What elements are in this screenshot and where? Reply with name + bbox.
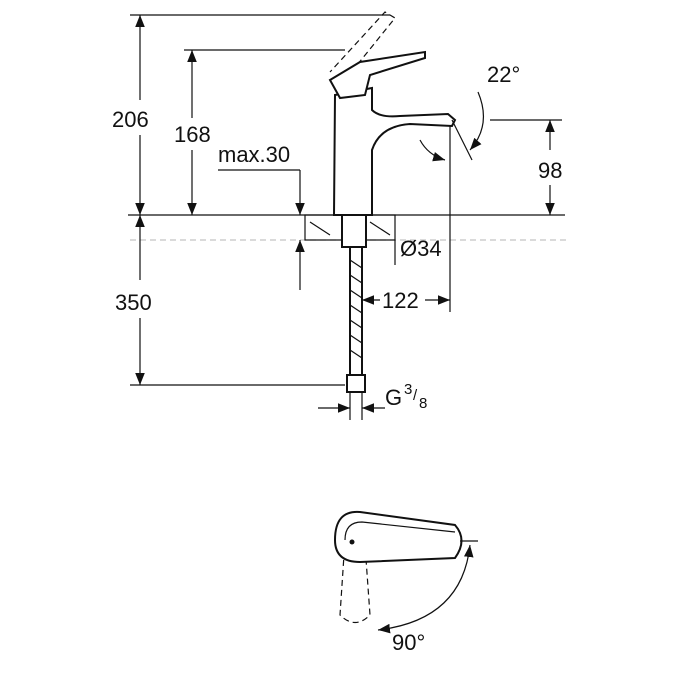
dimension-168: 168 xyxy=(174,49,345,215)
label-diameter-34: Ø34 xyxy=(400,236,442,261)
dimension-98: 98 xyxy=(490,119,562,215)
label-g-denominator: 8 xyxy=(419,395,427,412)
label-350: 350 xyxy=(115,290,152,315)
dimension-350: 350 xyxy=(115,215,345,386)
label-90deg: 90° xyxy=(392,630,425,655)
fraction-slash: / xyxy=(413,387,418,404)
dimension-g38: G 3 / 8 xyxy=(318,381,427,420)
dimension-22deg: 22° xyxy=(419,62,520,162)
dimension-122: 122 xyxy=(362,125,451,313)
dimension-206: 206 xyxy=(112,14,390,215)
label-206: 206 xyxy=(112,107,149,132)
dimension-max30: max.30 xyxy=(218,142,305,290)
label-168: 168 xyxy=(174,122,211,147)
faucet-body xyxy=(328,11,457,393)
label-g-numerator: 3 xyxy=(404,381,412,398)
label-max30: max.30 xyxy=(218,142,290,167)
label-22deg: 22° xyxy=(487,62,520,87)
handle-top-view: 90° xyxy=(333,510,478,655)
label-g: G xyxy=(385,385,402,410)
label-98: 98 xyxy=(538,158,562,183)
dimension-diameter-34: Ø34 xyxy=(394,236,442,265)
label-122: 122 xyxy=(382,288,419,313)
